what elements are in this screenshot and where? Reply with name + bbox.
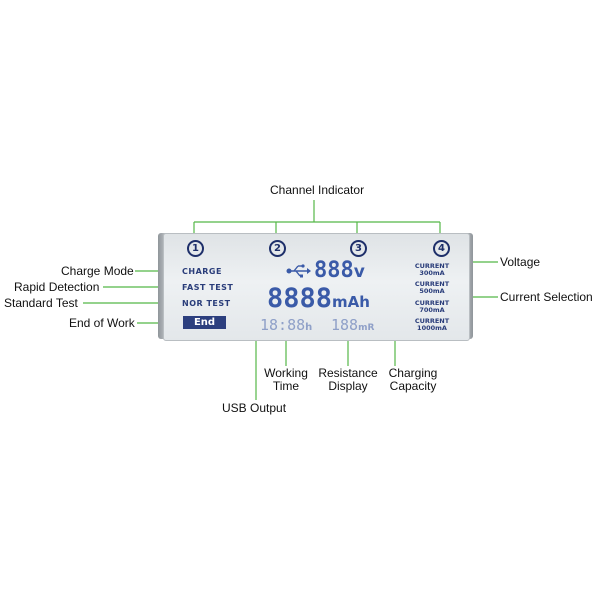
callout-rapid-detection: Rapid Detection [14,280,100,294]
callout-resistance-display: Resistance Display [313,367,383,393]
current-option-500: CURRENT 500mA [410,281,454,295]
voltage-unit: v [353,262,365,282]
time-display: 18:88h [260,316,312,337]
current-option-700: CURRENT 700mA [410,300,454,314]
resistance-display: 188mR [331,316,374,337]
callout-voltage: Voltage [500,255,541,269]
channel-3-indicator: 3 [350,240,367,257]
current-value: 1000mA [417,324,447,332]
current-value: 700mA [419,306,445,314]
callout-charging-capacity: Charging Capacity [383,367,443,393]
time-digits: 18:88 [260,316,306,334]
callout-charge-mode: Charge Mode [61,264,134,278]
callout-resistance-line2: Display [328,379,368,393]
current-value: 500mA [419,287,445,295]
channel-1-indicator: 1 [187,240,204,257]
resistance-digits: 188 [331,316,359,334]
capacity-display: 8888mAh [267,284,370,317]
usb-icon [286,264,311,278]
callout-current-selection: Current Selection [500,290,593,304]
channel-4-indicator: 4 [433,240,450,257]
current-label: CURRENT [414,299,450,307]
mode-nor-test: NOR TEST [182,299,231,308]
current-value: 300mA [419,269,445,277]
callout-charging-capacity-line1: Charging [388,366,438,380]
mode-end: End [183,316,226,329]
channel-2-indicator: 2 [269,240,286,257]
current-label: CURRENT [414,262,450,270]
callout-usb-output: USB Output [222,401,287,415]
callout-working-time: Working Time [256,367,316,393]
callout-standard-test: Standard Test [4,296,78,310]
voltage-display: 888v [314,259,365,284]
mode-fast-test: FAST TEST [182,283,234,292]
callout-end-of-work: End of Work [69,316,135,330]
callout-resistance-line1: Resistance [318,366,378,380]
resistance-unit: mR [358,323,375,333]
callout-working-time-line2: Time [272,379,300,393]
callout-channel-indicator: Channel Indicator [270,183,365,197]
capacity-unit: mAh [332,293,370,311]
time-unit: h [305,322,313,333]
callout-charging-capacity-line2: Capacity [389,379,437,393]
callout-working-time-line1: Working [264,366,308,380]
current-option-1000: CURRENT 1000mA [408,318,456,332]
current-label: CURRENT [414,280,450,288]
voltage-digits: 888 [314,258,354,283]
capacity-digits: 8888 [267,283,333,314]
current-label: CURRENT [414,317,450,325]
current-option-300: CURRENT 300mA [410,263,454,277]
mode-charge: CHARGE [182,267,222,276]
